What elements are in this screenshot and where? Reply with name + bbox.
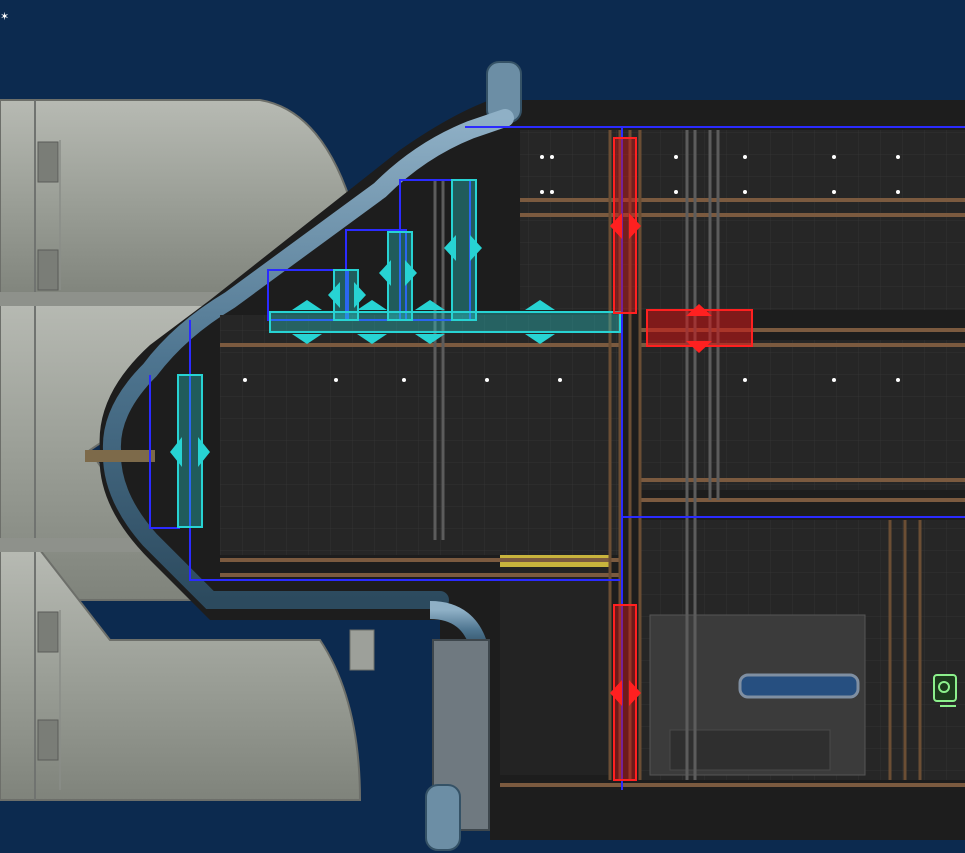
selected-doors[interactable] bbox=[610, 137, 753, 781]
door-markers[interactable] bbox=[170, 179, 621, 528]
outer-hull bbox=[0, 99, 375, 801]
terminal-device-icon[interactable] bbox=[933, 674, 957, 707]
cursor-icon: ✶ bbox=[0, 10, 10, 23]
interior-rooms bbox=[220, 130, 965, 787]
